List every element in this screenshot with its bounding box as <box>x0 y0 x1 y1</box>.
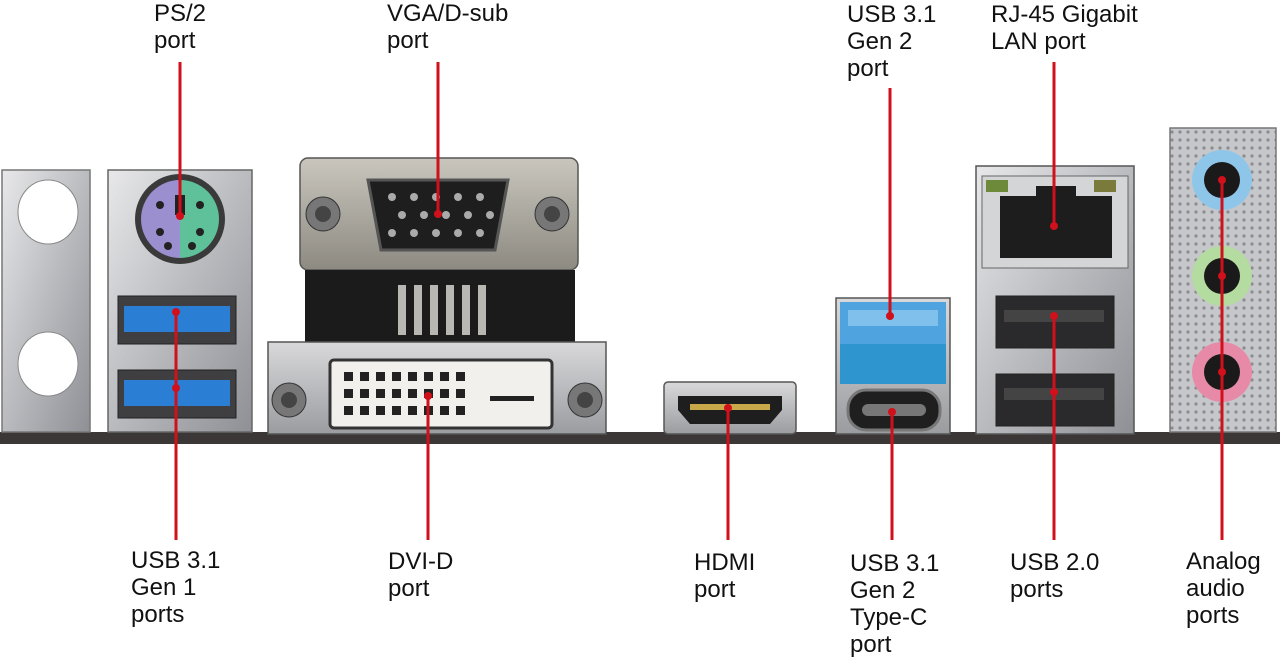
callout-dot-usb31g1-b <box>172 384 180 392</box>
callout-dot-audio-pink <box>1218 368 1226 376</box>
callout-dot-ps2 <box>176 212 184 220</box>
callout-dot-audio-green <box>1218 272 1226 280</box>
callout-dot-usb31g1-a <box>172 308 180 316</box>
io-bracket-left <box>1 169 91 433</box>
callout-dot-usbc <box>888 408 896 416</box>
callout-dot-vga <box>434 210 442 218</box>
callout-dot-audio-blue <box>1218 176 1226 184</box>
callout-dot-usb20-b <box>1050 388 1058 396</box>
callout-dot-usb31g2 <box>886 312 894 320</box>
callout-dot-dvid <box>424 392 432 400</box>
callout-dot-rj45 <box>1050 222 1058 230</box>
callout-dot-hdmi <box>724 404 732 412</box>
motherboard-edge <box>0 432 1280 444</box>
callout-dot-usb20-a <box>1050 312 1058 320</box>
dvi-connector <box>267 341 607 435</box>
